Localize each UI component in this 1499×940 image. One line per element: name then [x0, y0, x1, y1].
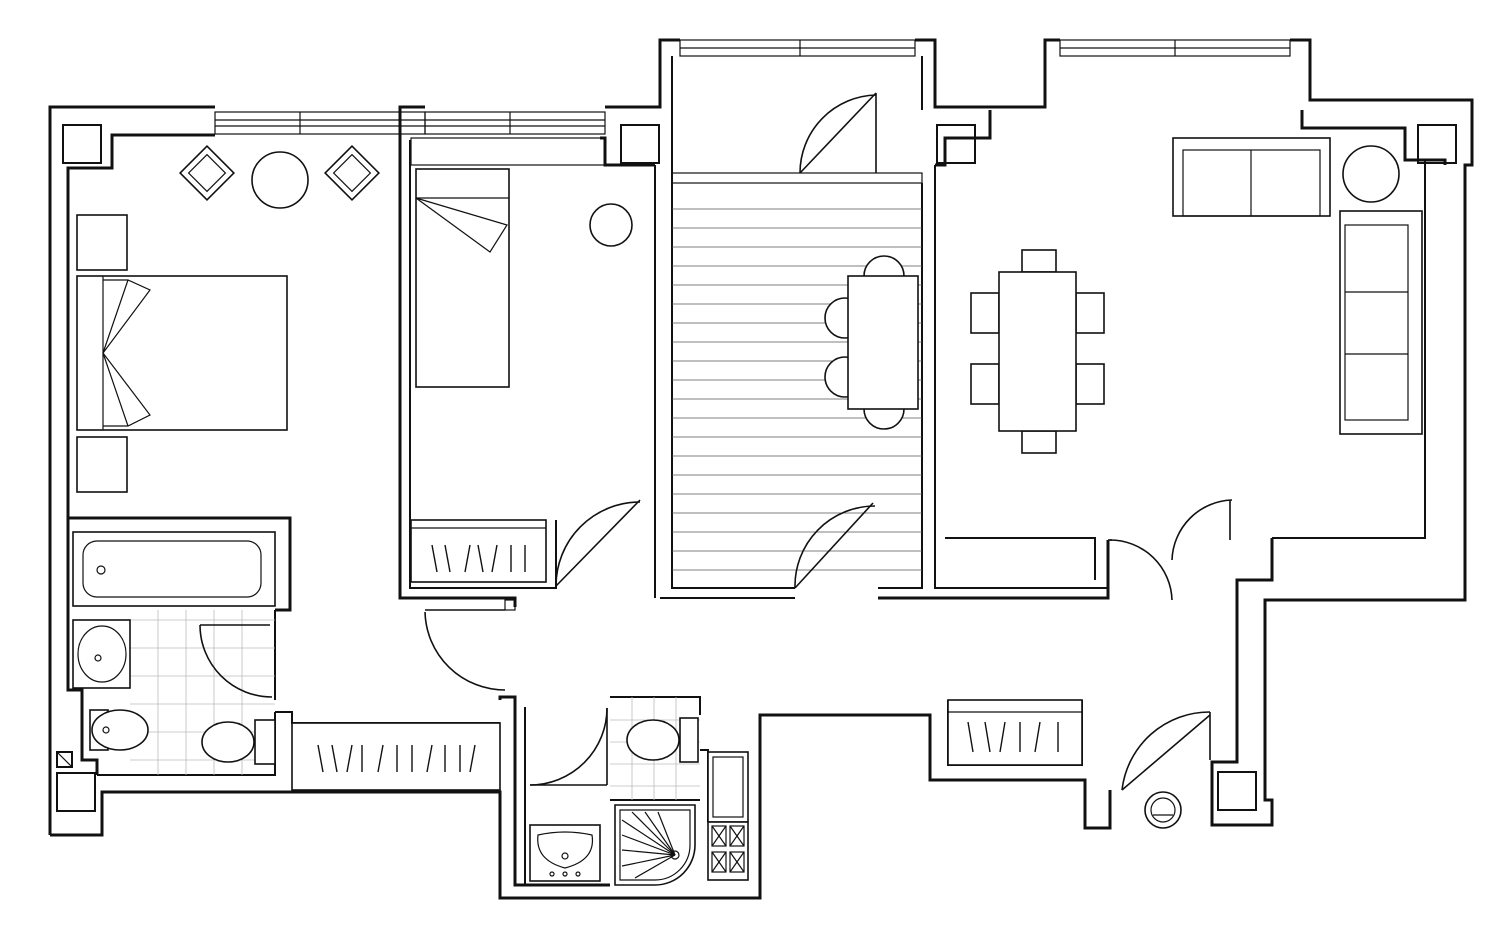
- nightstand-bottom: [76, 436, 128, 493]
- dining-room: [660, 56, 1110, 600]
- double-bed: [76, 275, 288, 431]
- hallway: [275, 599, 1211, 829]
- dining-table-large: [970, 249, 1105, 454]
- wardrobe-hallway-right: [947, 699, 1083, 766]
- kitchenette: [700, 749, 749, 881]
- tile-grid: [130, 610, 275, 775]
- shower-tray: [614, 804, 696, 886]
- round-lamp-table: [1342, 145, 1400, 203]
- bathroom: [66, 518, 276, 776]
- guest-washbasin: [529, 824, 601, 882]
- cooktop: [707, 821, 749, 881]
- armchair-right: [323, 144, 381, 202]
- bidet: [89, 709, 149, 751]
- windows: [214, 39, 1291, 135]
- bathtub: [72, 531, 276, 607]
- armchair-left: [178, 144, 236, 202]
- master-bedroom: [66, 144, 381, 612]
- single-bed: [415, 168, 510, 388]
- balcony-door: [799, 92, 877, 174]
- nightstand-top: [76, 214, 128, 271]
- sofa-three-seat: [1339, 210, 1423, 435]
- door-dining: [794, 502, 876, 589]
- wardrobe-bedroom-2: [410, 519, 547, 583]
- round-side-table: [589, 203, 633, 247]
- entrance-door: [1121, 711, 1211, 791]
- washbasin: [72, 619, 131, 689]
- sofa-two-seat: [1172, 137, 1331, 217]
- dining-table-small: [824, 255, 919, 430]
- round-table: [251, 151, 309, 209]
- boiler: [1144, 791, 1182, 829]
- exterior-walls: [48, 38, 1474, 900]
- fridge: [707, 751, 749, 823]
- toilet: [201, 719, 276, 765]
- bedroom-2: [398, 137, 656, 607]
- living-room: [934, 137, 1426, 601]
- door-bathroom: [199, 624, 273, 698]
- guest-toilet: [498, 695, 701, 887]
- guest-toilet-bowl: [626, 717, 699, 763]
- door-bedroom-2: [555, 499, 641, 587]
- wardrobe-hallway-left: [291, 722, 501, 791]
- double-door-living: [1108, 499, 1233, 601]
- door-hallway-bedroom: [424, 599, 516, 691]
- door-guest-toilet: [529, 707, 608, 786]
- pillars: [56, 124, 1457, 812]
